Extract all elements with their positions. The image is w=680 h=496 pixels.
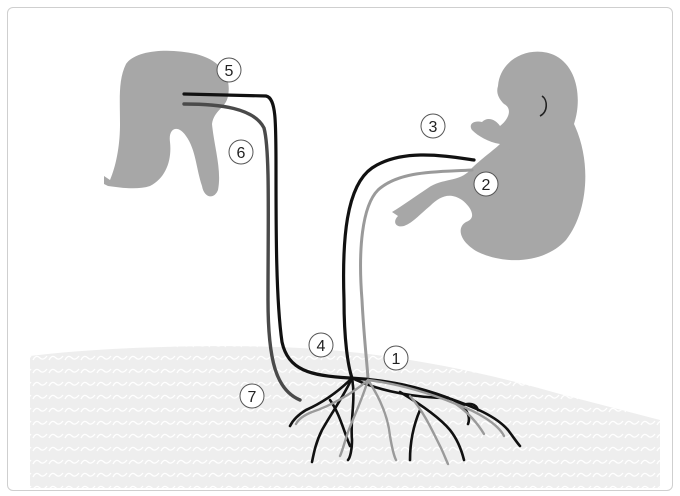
label-1: 1 <box>384 346 408 370</box>
label-6: 6 <box>229 140 253 164</box>
label-5: 5 <box>217 58 241 82</box>
svg-text:1: 1 <box>392 351 401 368</box>
label-7: 7 <box>240 384 264 408</box>
svg-text:5: 5 <box>225 63 234 80</box>
label-3: 3 <box>421 114 445 138</box>
svg-text:2: 2 <box>482 177 491 194</box>
tissue-pattern <box>30 346 660 496</box>
svg-text:3: 3 <box>429 119 438 136</box>
label-4: 4 <box>309 333 333 357</box>
svg-text:6: 6 <box>237 145 246 162</box>
maternal-organ-shape <box>104 51 229 197</box>
svg-text:7: 7 <box>248 389 257 406</box>
svg-text:4: 4 <box>317 338 326 355</box>
label-2: 2 <box>474 172 498 196</box>
